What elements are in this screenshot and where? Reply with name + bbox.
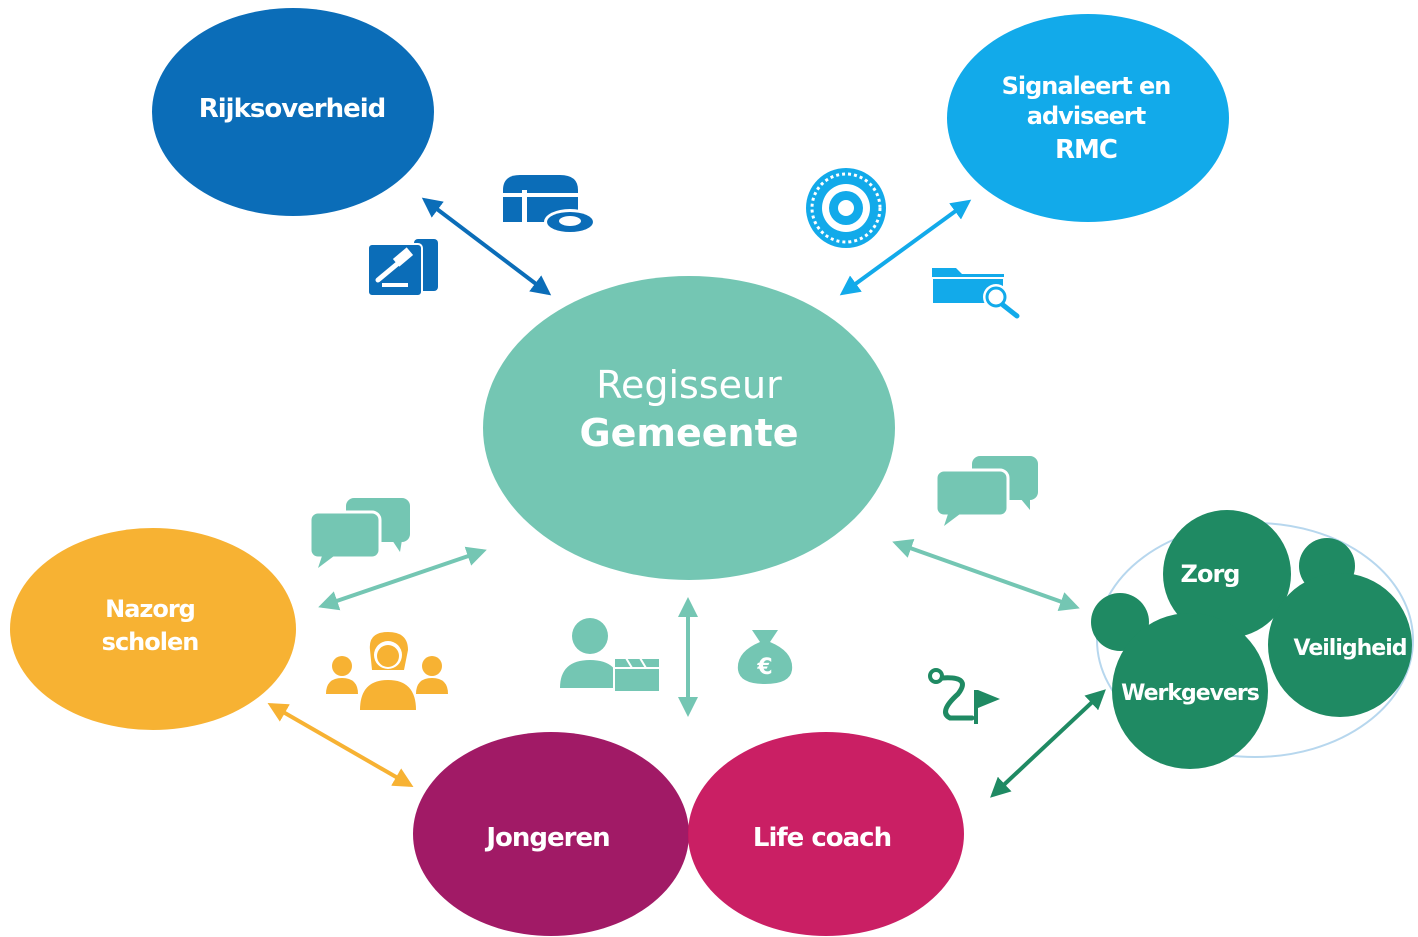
chat-bubbles-icon-left xyxy=(308,498,410,568)
node-cluster: Zorg Veiligheid Werkgevers xyxy=(1091,510,1414,769)
person-clapperboard-icon xyxy=(560,618,661,693)
path-flag-icon xyxy=(928,668,1000,724)
arrow-nazorg-jongeren xyxy=(267,703,414,787)
law-book-gavel-icon xyxy=(367,239,438,297)
money-bag-icon: € xyxy=(737,630,793,684)
nazorg-line-1: Nazorg xyxy=(105,595,195,623)
arrow-rijksoverheid-gemeente xyxy=(421,197,552,296)
zorg-bubble xyxy=(1163,510,1291,638)
node-nazorg-scholen: Nazorg scholen xyxy=(10,528,296,730)
node-gemeente: Regisseur Gemeente xyxy=(483,276,895,580)
chat-bubbles-icon-right xyxy=(934,456,1038,526)
node-life-coach: Life coach xyxy=(688,732,964,936)
werkgevers-label: Werkgevers xyxy=(1121,681,1260,706)
treasure-chest-icon xyxy=(503,175,596,235)
werkgevers-bubble xyxy=(1112,613,1268,769)
people-group-icon xyxy=(326,632,448,710)
folder-search-icon xyxy=(931,268,1020,319)
eye-icon xyxy=(806,168,886,248)
rijksoverheid-label: Rijksoverheid xyxy=(199,94,386,124)
rmc-line-2: adviseert xyxy=(1027,102,1146,130)
zorg-label: Zorg xyxy=(1181,560,1240,588)
node-rmc: Signaleert en adviseert RMC xyxy=(947,14,1229,222)
arrow-nazorg-gemeente xyxy=(318,546,487,611)
nazorg-line-2: scholen xyxy=(102,628,199,656)
arrow-lifecoach-cluster xyxy=(990,689,1106,798)
gemeente-name: Gemeente xyxy=(579,411,798,455)
veiligheid-label: Veiligheid xyxy=(1294,636,1407,661)
arrow-rmc-gemeente xyxy=(839,199,972,296)
jongeren-label: Jongeren xyxy=(484,823,609,853)
node-jongeren: Jongeren xyxy=(413,732,689,936)
veiligheid-bubble xyxy=(1268,573,1412,717)
rmc-line-3: RMC xyxy=(1055,135,1117,165)
life-coach-label: Life coach xyxy=(753,823,891,853)
arrow-gemeente-cluster xyxy=(892,538,1080,612)
gemeente-title: Regisseur xyxy=(596,363,782,407)
node-rijksoverheid: Rijksoverheid xyxy=(152,8,434,216)
rmc-line-1: Signaleert en xyxy=(1002,72,1171,100)
euro-symbol: € xyxy=(756,655,772,680)
